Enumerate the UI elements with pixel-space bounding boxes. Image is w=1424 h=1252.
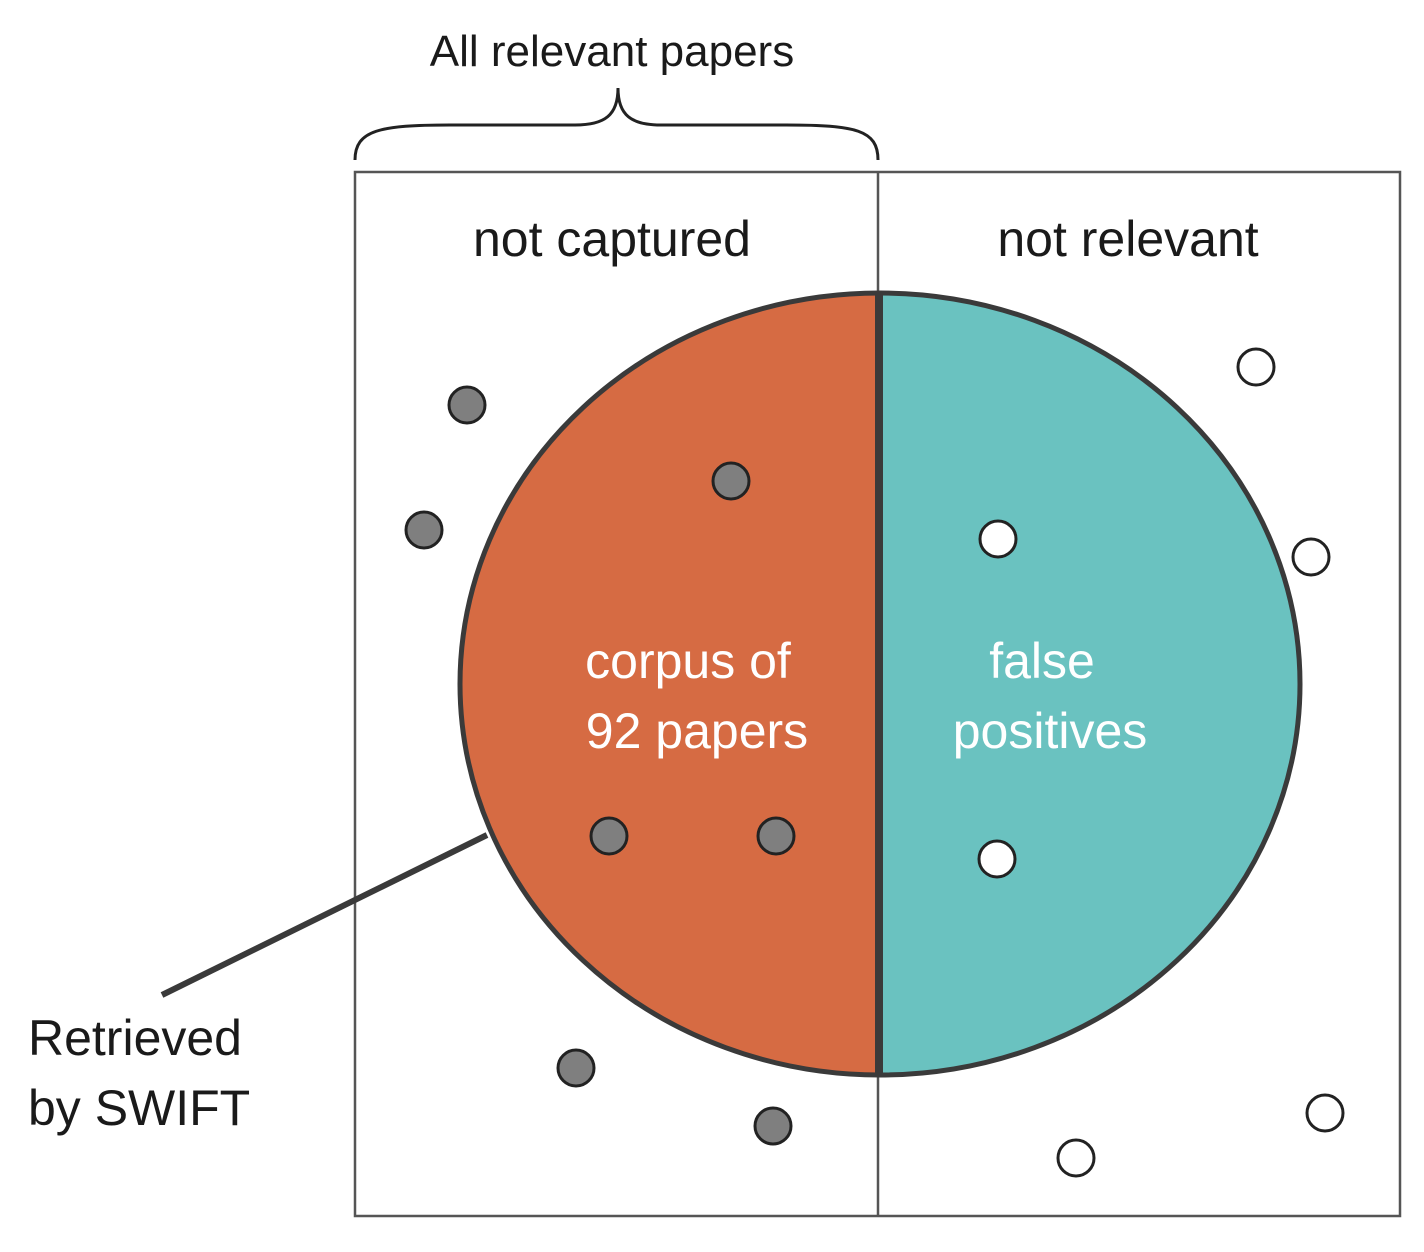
irrelevant-paper-dot [1056,1138,1096,1178]
relevant-paper-dot [756,816,796,856]
retrieved-callout-line [160,832,489,998]
false-positives-label-line1: false [989,633,1095,689]
corpus-label-line1: corpus of [585,633,791,689]
not-captured-label: not captured [473,211,751,267]
retrieved-label-line1: Retrieved [28,1010,242,1066]
relevant-paper-dot [753,1106,793,1146]
corpus-half [458,293,880,1075]
retrieved-label-line2: by SWIFT [28,1080,250,1136]
irrelevant-paper-dot [1291,537,1331,577]
irrelevant-paper-dot [1305,1093,1345,1133]
relevant-paper-dot [589,816,629,856]
relevant-paper-dot [447,385,487,425]
relevant-paper-dot [556,1048,596,1088]
irrelevant-paper-dot [978,519,1018,559]
relevant-paper-dot [404,510,444,550]
relevant-paper-dot [711,461,751,501]
relevant-papers-brace [353,87,880,161]
irrelevant-paper-dot [977,839,1017,879]
corpus-label-line2: 92 papers [586,703,808,759]
irrelevant-paper-dot [1236,347,1276,387]
not-relevant-label: not relevant [997,211,1258,267]
false-positives-label-line2: positives [953,703,1148,759]
all-relevant-papers-label: All relevant papers [430,27,794,76]
false-positives-half [880,293,1302,1075]
